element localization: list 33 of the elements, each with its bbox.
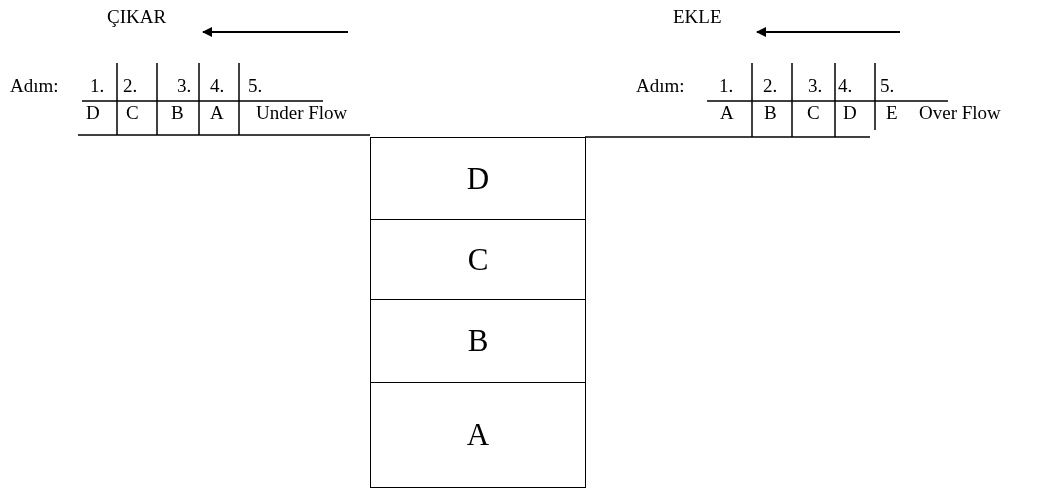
status-text: Over Flow [919, 102, 1001, 124]
status-text: Under Flow [256, 102, 348, 124]
stack-cell [370, 219, 586, 300]
cell-letter: E [886, 102, 898, 124]
cell-letter: B [467, 323, 489, 359]
step-number: 5. [880, 75, 895, 97]
step-number: 4. [210, 75, 225, 97]
row-label: Adım: [10, 75, 59, 97]
cell-letter: D [466, 160, 490, 197]
stack-cell [370, 382, 586, 488]
cell-letter: A [466, 417, 490, 453]
step-number: 2. [123, 75, 138, 97]
cell-letter: C [807, 102, 820, 124]
step-number: 4. [838, 75, 853, 97]
cell-letter: C [467, 241, 489, 278]
step-number: 5. [248, 75, 263, 97]
stack-cell [370, 137, 586, 220]
step-number: 3. [808, 75, 823, 97]
cell-letter: D [843, 102, 857, 124]
step-number: 2. [763, 75, 778, 97]
cell-letter: B [171, 102, 184, 124]
operation-label: ÇIKAR [107, 6, 167, 28]
operation-label: EKLE [673, 6, 722, 28]
step-number: 1. [90, 75, 105, 97]
step-number: 3. [177, 75, 192, 97]
cell-letter: B [764, 102, 777, 124]
cell-letter: A [210, 102, 224, 124]
step-number: 1. [719, 75, 734, 97]
stack-cell [370, 299, 586, 383]
row-label: Adım: [636, 75, 685, 97]
cell-letter: C [126, 102, 139, 124]
cell-letter: A [720, 102, 734, 124]
cell-letter: D [86, 102, 100, 124]
